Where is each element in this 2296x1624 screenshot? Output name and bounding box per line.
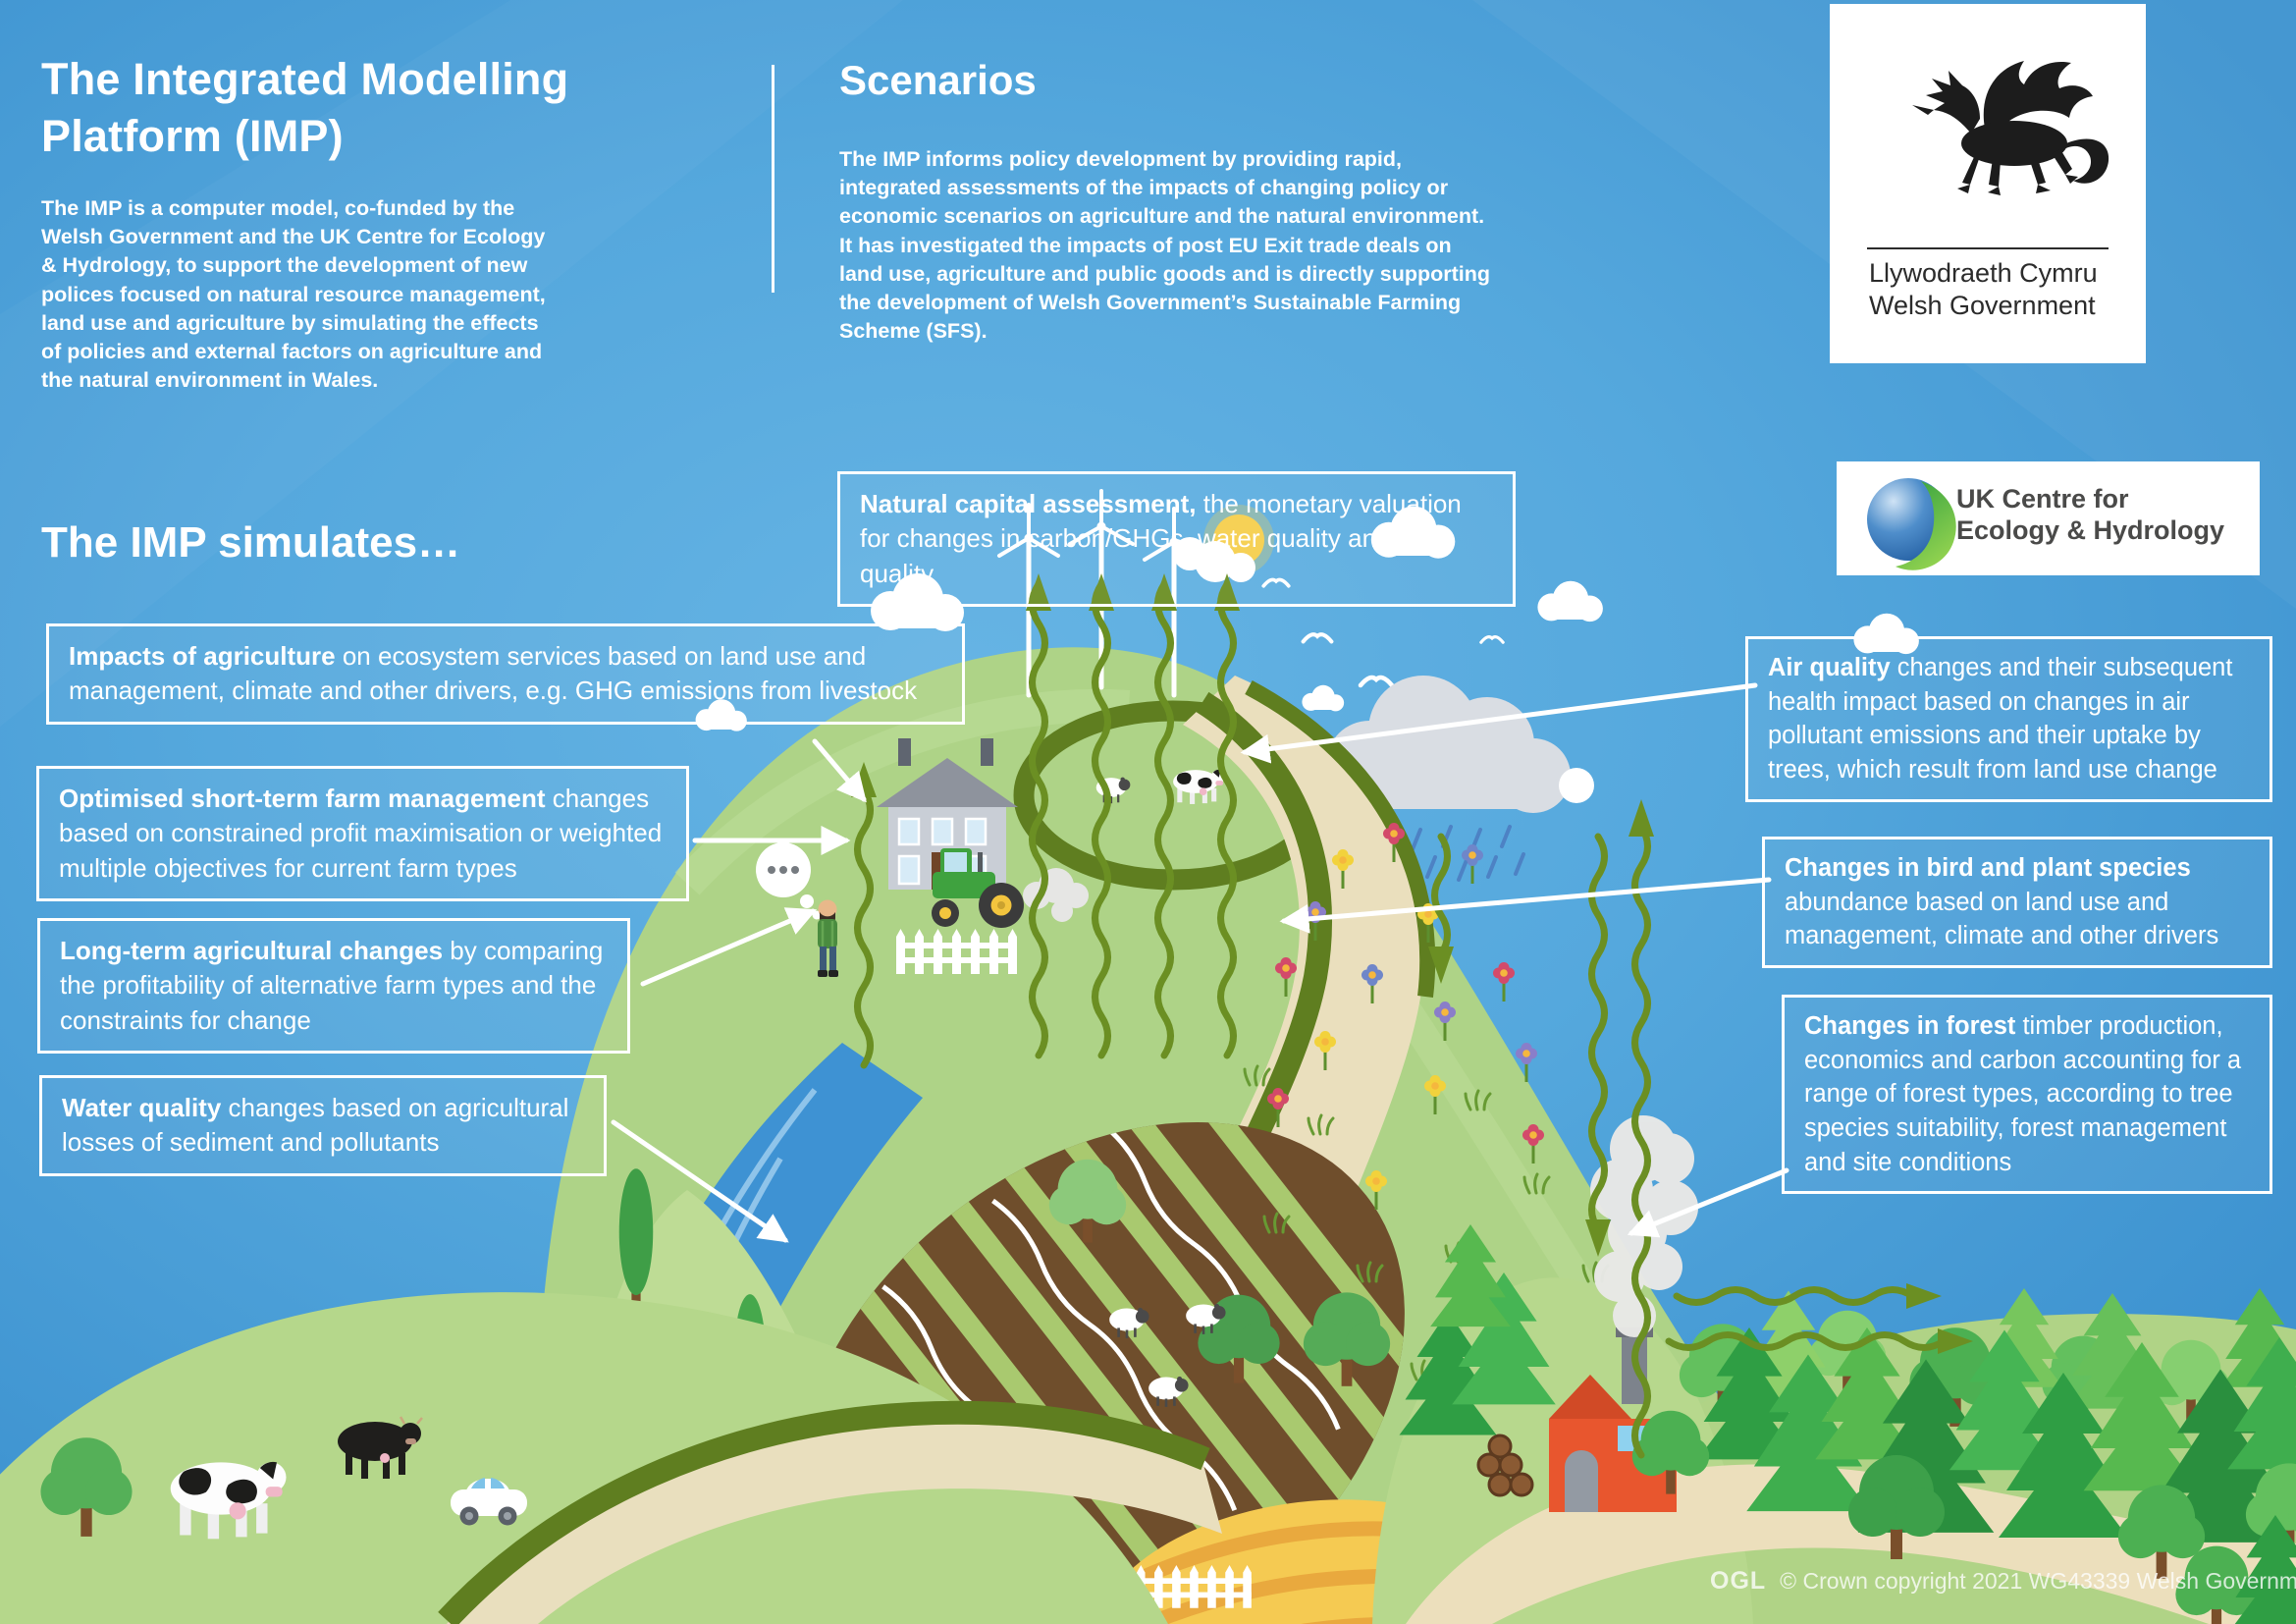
callout-forest: Changes in forest timber production, eco… [1782,995,2272,1195]
black-cow-icon [338,1416,423,1479]
log-pile [1476,1434,1534,1497]
callout-bold: Natural capital assessment, [860,489,1197,518]
callout-water-quality: Water quality changes based on agricultu… [39,1075,607,1176]
callout-rest: changes and their subsequent health impa… [1768,654,2233,785]
deposition-arrowheads [1428,799,1973,1354]
ceh-logo-text: UK Centre for Ecology & Hydrology [1956,483,2224,547]
welsh-government-logo: Llywodraeth Cymru Welsh Government [1830,4,2146,363]
emission-arrows [854,580,1237,1069]
callout-arrows [611,682,1789,1243]
welsh-dragon-icon [1912,61,2109,195]
callout-rest: changes based on agricultural losses of … [62,1093,569,1158]
logo-line: Llywodraeth Cymru [1869,258,2098,288]
logo-line: Welsh Government [1869,290,2096,320]
callout-rest: abundance based on land use and manageme… [1785,888,2219,950]
ceh-logo: UK Centre for Ecology & Hydrology [1837,461,2260,575]
welsh-government-logo-text: Llywodraeth Cymru Welsh Government [1869,257,2098,322]
callout-bold: Changes in bird and plant species [1785,854,2191,882]
tractor-icon [932,848,1089,928]
ceh-globe-icon [1867,478,1956,570]
thought-bubble [756,842,822,920]
copyright-text: © Crown copyright 2021 WG43339 Welsh Gov… [1780,1568,2296,1594]
callout-rest: the monetary valuation for changes in ca… [860,489,1462,588]
callout-bold: Changes in forest [1804,1012,2016,1040]
callout-natural-capital: Natural capital assessment, the monetary… [837,471,1516,608]
logo-line: Ecology & Hydrology [1956,515,2225,546]
section-divider [772,65,774,293]
copyright-footer: OGL © Crown copyright 2021 WG43339 Welsh … [1710,1567,2296,1596]
scenarios-paragraph: The IMP informs policy development by pr… [839,147,1490,344]
callout-bold: Air quality [1768,654,1891,681]
scenarios-title: Scenarios [839,57,1037,103]
deposition-arrows [1431,823,1948,1459]
callout-bold: Optimised short-term farm management [59,784,546,813]
page-title: The Integrated Modelling Platform (IMP) [41,54,569,161]
intro-paragraph: The IMP is a computer model, co-funded b… [41,196,546,393]
callout-bold: Long-term agricultural changes [60,936,444,965]
logo-rule [1867,247,2109,249]
callout-bold: Water quality [62,1093,222,1122]
callout-rest: changes based on constrained profit maxi… [59,784,663,883]
callout-bold: Impacts of agriculture [69,641,336,671]
callout-birds-plants: Changes in bird and plant species abunda… [1762,837,2272,969]
callout-farm-management: Optimised short-term farm management cha… [36,766,689,902]
callout-long-term: Long-term agricultural changes by compar… [37,918,630,1055]
country-road [447,1414,1222,1624]
bottom-left-hill [0,1292,1222,1624]
callout-impacts-agriculture: Impacts of agriculture on ecosystem serv… [46,623,965,725]
callout-rest: by comparing the profitability of altern… [60,936,604,1035]
ogl-badge: OGL [1710,1567,1767,1595]
callout-rest: timber production, economics and carbon … [1804,1012,2242,1176]
farmer [818,899,838,977]
simulates-heading: The IMP simulates… [41,518,461,567]
callout-air-quality: Air quality changes and their subsequent… [1745,636,2272,802]
callout-rest: on ecosystem services based on land use … [69,641,918,706]
car-icon [451,1478,527,1526]
logo-line: UK Centre for [1956,484,2129,514]
